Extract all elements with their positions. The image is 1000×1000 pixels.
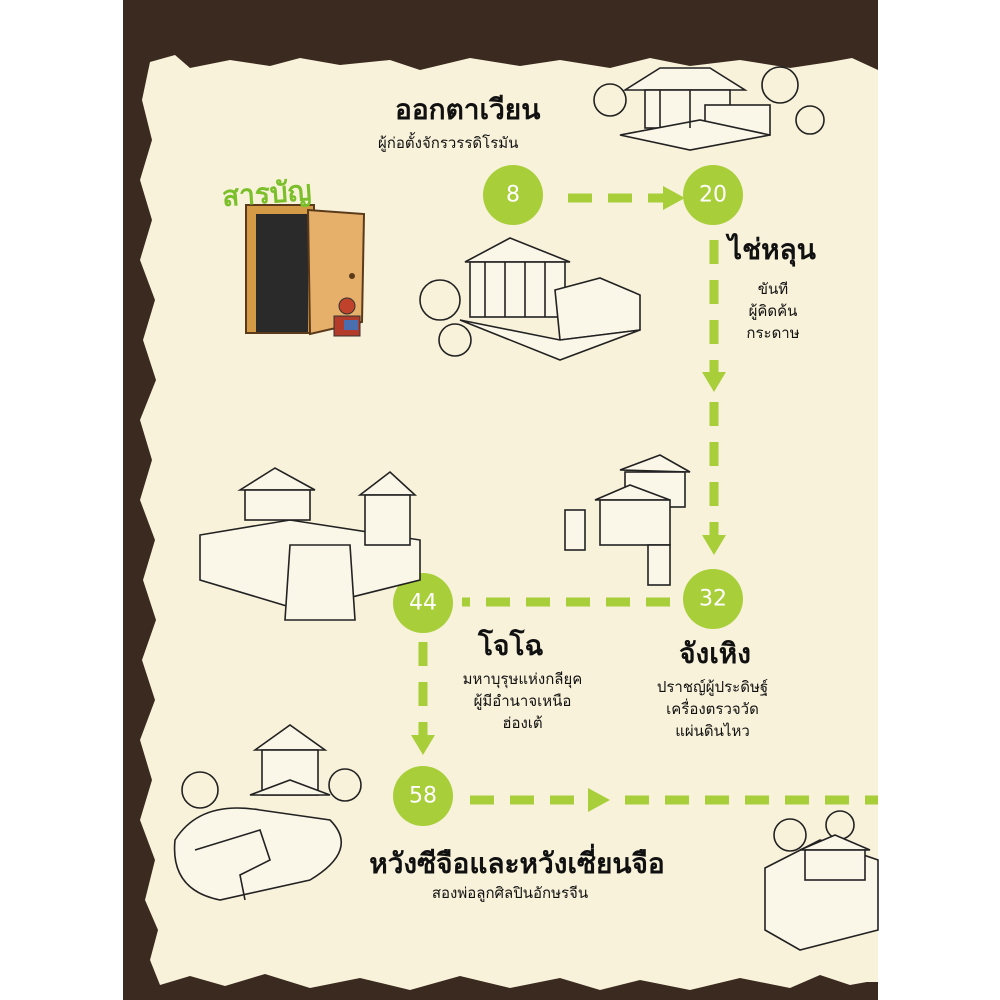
entry-subtitle-20-line1: ขันที	[757, 280, 789, 298]
entry-subtitle-32-line1: ปราชญ์ผู้ประดิษฐ์	[656, 678, 769, 696]
building-sketch-top-right	[593, 66, 825, 151]
building-sketch-temple	[419, 237, 641, 361]
entry-subtitle-44: มหาบุรุษแห่งกลียุค ผู้มีอำนาจเหนือ ฮ่องเ…	[440, 668, 605, 734]
entry-subtitle-20-line3: กระดาษ	[746, 324, 800, 342]
building-sketch-pavilion	[173, 724, 362, 901]
entry-subtitle-32-line3: แผ่นดินไหว	[675, 722, 750, 740]
entry-subtitle-58: สองพ่อลูกศิลปินอักษรจีน	[431, 884, 589, 902]
route-arrows	[411, 186, 726, 812]
door-illustration	[245, 204, 366, 337]
entry-name-32: จังเหิง	[679, 637, 751, 670]
entry-subtitle-32: ปราชญ์ผู้ประดิษฐ์ เครื่องตรวจวัด แผ่นดิน…	[630, 676, 795, 742]
entry-subtitle-8: ผู้ก่อตั้งจักรวรรดิโรมัน	[378, 134, 519, 152]
page-number-44: 44	[409, 591, 437, 616]
page-circle-58	[393, 766, 453, 826]
entry-subtitle-44-line1: มหาบุรุษแห่งกลียุค	[462, 670, 583, 688]
page-number-8: 8	[506, 183, 520, 208]
entry-name-8: ออกตาเวียน	[395, 93, 541, 126]
entry-subtitle-44-line3: ฮ่องเต้	[502, 714, 543, 732]
building-sketch-fortress	[199, 467, 421, 621]
page-markers: 8 20 32 44 58	[393, 165, 743, 826]
page-circle-44	[393, 573, 453, 633]
page-circle-20	[683, 165, 743, 225]
contents-title: สารบัญ	[220, 173, 313, 214]
entry-subtitle-32-line2: เครื่องตรวจวัด	[666, 700, 759, 718]
page-number-58: 58	[409, 784, 437, 809]
entry-subtitle-20-line2: ผู้คิดค้น	[748, 302, 798, 320]
page-number-32: 32	[699, 587, 727, 612]
page-number-20: 20	[699, 183, 727, 208]
page-circle-32	[683, 569, 743, 629]
entry-subtitle-20: ขันที ผู้คิดค้น กระดาษ	[738, 278, 808, 344]
building-sketch-bottom-right	[764, 810, 879, 951]
entry-name-44: โจโฉ	[478, 629, 544, 662]
dashed-route	[418, 193, 878, 805]
entry-name-58: หวังซีจือและหวังเซี่ยนจือ	[369, 847, 665, 880]
page-circle-8	[483, 165, 543, 225]
building-sketch-courtyard	[564, 454, 691, 586]
entry-name-20: ไช่หลุน	[728, 233, 816, 266]
entry-subtitle-44-line2: ผู้มีอำนาจเหนือ	[473, 692, 572, 710]
